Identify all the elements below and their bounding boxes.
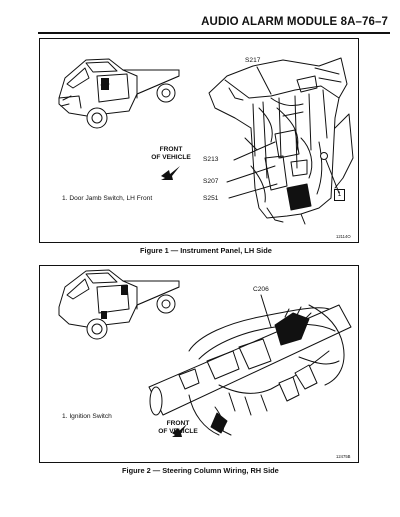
- steering-column-illustration: [148, 304, 352, 436]
- number-box-1: 1: [334, 189, 345, 201]
- figure-1-svg: [58, 57, 354, 225]
- figure-2-legend-item: 1. Ignition Switch: [62, 413, 112, 420]
- front-label-1-line1: FRONT: [159, 146, 183, 153]
- leader-s251: [228, 183, 278, 199]
- callout-s217: S217: [245, 57, 261, 64]
- callout-c206: C206: [253, 286, 269, 293]
- front-arrow-1: [161, 166, 180, 180]
- figure-2-caption: Figure 2 — Steering Column Wiring, RH Si…: [122, 466, 279, 475]
- front-arrow-2: [172, 424, 187, 437]
- number-box-1-text: 1: [337, 191, 342, 198]
- truck-illustration-2: [58, 269, 180, 340]
- front-of-vehicle-label-2: FRONT OF VEHICLE: [148, 420, 208, 435]
- figure-2-code: 12475B: [336, 454, 351, 459]
- front-of-vehicle-label-1: FRONT OF VEHICLE: [141, 146, 201, 161]
- truck-illustration-1: [58, 58, 180, 129]
- figure-1-legend-item: 1. Door Jamb Switch, LH Front: [62, 195, 153, 202]
- figure-1-illustration: [39, 38, 359, 243]
- leader-s213: [233, 141, 276, 161]
- leader-c206: [260, 294, 272, 328]
- leader-s207: [226, 165, 276, 183]
- figure-2-svg: [58, 269, 352, 437]
- figure-1-code: 12114O: [336, 234, 351, 239]
- header-rule: [38, 32, 390, 34]
- figure-2-illustration: [39, 265, 359, 463]
- callout-s213: S213: [203, 156, 219, 163]
- front-label-2-line1: FRONT: [166, 420, 190, 427]
- instrument-panel-illustration: [208, 57, 354, 225]
- front-label-1-line2: OF VEHICLE: [151, 153, 191, 161]
- callout-s207: S207: [203, 178, 219, 185]
- figure-1-caption: Figure 1 — Instrument Panel, LH Side: [140, 246, 272, 255]
- leader-s217: [256, 66, 272, 95]
- callout-s251: S251: [203, 195, 219, 202]
- leader-box-1: [325, 159, 340, 194]
- page-header-title: AUDIO ALARM MODULE 8A–76–7: [201, 16, 388, 28]
- front-label-2-line2: OF VEHICLE: [158, 427, 198, 435]
